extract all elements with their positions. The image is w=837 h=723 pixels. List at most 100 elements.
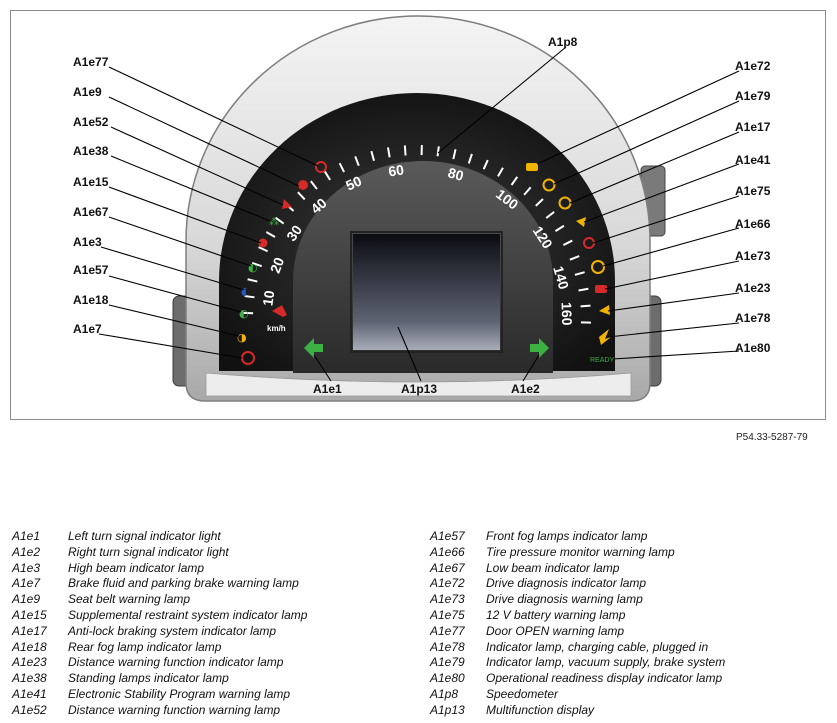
label-a1e2: A1e2 (511, 382, 540, 396)
speed-tick (354, 155, 360, 167)
right-turn-arrow-icon (530, 338, 549, 358)
speed-tick-label: 160 (559, 302, 576, 326)
leader-a1p13 (397, 326, 422, 382)
label-a1e3: A1e3 (73, 235, 102, 249)
speed-tick (482, 159, 489, 170)
label-a1e78: A1e78 (735, 311, 771, 325)
legend-description: Standing lamps indicator lamp (68, 671, 229, 686)
legend-description: High beam indicator lamp (68, 560, 205, 575)
legend-code: A1e57 (430, 529, 465, 543)
label-a1e66: A1e66 (735, 217, 771, 231)
legend-description: Indicator lamp, vacuum supply, brake sys… (486, 655, 726, 670)
speed-tick (247, 278, 258, 283)
label-a1e9: A1e9 (73, 85, 102, 99)
speed-tick-label: 10 (259, 289, 277, 307)
legend-code: A1e66 (430, 544, 465, 559)
legend-description: Rear fog lamp indicator lamp (68, 639, 222, 654)
label-a1p13: A1p13 (401, 382, 438, 396)
speed-tick (574, 271, 585, 276)
label-a1e72: A1e72 (735, 59, 771, 73)
front-fog-icon: ◐ (239, 307, 249, 320)
leader-a1e77 (108, 66, 319, 167)
tire-pressure-icon (591, 260, 605, 274)
legend-code: A1e7 (12, 576, 41, 591)
legend-description: Distance warning function indicator lamp (68, 655, 284, 670)
leader-a1e1 (313, 354, 332, 382)
high-beam-icon: ◖ (241, 285, 247, 298)
speed-tick (274, 216, 285, 225)
label-a1e17: A1e17 (735, 120, 771, 134)
speed-unit: km/h (267, 324, 286, 333)
speed-tick-label: 140 (550, 264, 572, 291)
label-a1e1: A1e1 (313, 382, 342, 396)
legend-description: Seat belt warning lamp (68, 592, 191, 607)
leader-a1e2 (522, 354, 540, 382)
legend-code: A1e77 (430, 623, 465, 638)
legend-description: Multifunction display (486, 702, 595, 717)
label-a1e41: A1e41 (735, 153, 771, 167)
legend-description: Front fog lamps indicator lamp (486, 529, 648, 543)
legend-code: A1e41 (12, 687, 47, 701)
speed-tick (297, 191, 306, 201)
label-a1p8: A1p8 (548, 35, 578, 49)
leader-a1e73 (604, 260, 740, 290)
speed-tick (535, 198, 544, 207)
speed-tick (265, 231, 276, 238)
legend-code: A1e72 (430, 576, 465, 591)
legend-code: A1e15 (12, 608, 47, 622)
legend-description: Drive diagnosis warning lamp (486, 592, 643, 607)
label-a1e73: A1e73 (735, 249, 771, 263)
speed-tick-label: 50 (343, 172, 364, 193)
legend-description: Distance warning function warning lamp (68, 702, 281, 717)
leader-a1e7 (98, 333, 243, 359)
label-a1e38: A1e38 (73, 144, 109, 158)
vacuum-supply-icon (542, 178, 556, 192)
label-a1e79: A1e79 (735, 89, 771, 103)
legend-code: A1e75 (430, 608, 465, 622)
legend-code: A1e38 (12, 671, 47, 686)
speed-tick (258, 246, 269, 253)
legend-description: Left turn signal indicator light (68, 529, 221, 543)
speed-tick (323, 170, 331, 181)
legend-description: Anti-lock braking system indicator lamp (68, 623, 277, 638)
speed-tick (310, 180, 318, 190)
leader-a1e66 (602, 227, 740, 267)
left-turn-arrow-icon (304, 338, 323, 358)
speed-tick (554, 224, 565, 232)
legend-code: A1e3 (12, 560, 41, 575)
label-a1e77: A1e77 (73, 55, 109, 69)
multifunction-display (353, 234, 500, 350)
door-open-icon (315, 161, 327, 173)
legend-description: Drive diagnosis indicator lamp (486, 576, 647, 591)
seat-belt-icon (298, 180, 308, 190)
legend-code: A1e23 (12, 655, 47, 670)
standing-lamps-icon: ⁂ (269, 216, 279, 228)
legend-code: A1p8 (430, 687, 459, 701)
legend-description: Tire pressure monitor warning lamp (486, 544, 675, 559)
display-bezel (350, 231, 503, 353)
leader-a1e23 (607, 292, 740, 312)
speed-tick (370, 150, 375, 161)
label-a1e80: A1e80 (735, 341, 771, 355)
speed-tick (436, 146, 440, 157)
leader-a1e41 (583, 163, 740, 223)
indicator-icons-left: ⁂ ◐ ◖ ◐ ◑ (237, 161, 327, 365)
rear-fog-icon: ◑ (237, 331, 247, 344)
legend-code: A1e18 (12, 639, 47, 654)
legend-code: A1e1 (12, 529, 41, 543)
speed-tick (386, 147, 391, 158)
speed-tick (452, 149, 457, 160)
legend-description: 12 V battery warning lamp (486, 608, 626, 622)
leader-a1e52 (110, 126, 284, 206)
speed-tick (523, 186, 532, 196)
speed-tick (510, 176, 519, 186)
drive-diagnosis-warning-icon (595, 285, 607, 293)
legend-code: A1e80 (430, 671, 465, 686)
legend-code: A1e9 (12, 592, 41, 607)
pointer-rest-icon (272, 305, 287, 317)
label-a1e67: A1e67 (73, 205, 109, 219)
leader-a1e67 (108, 216, 252, 267)
label-a1e57: A1e57 (73, 263, 109, 277)
leader-a1e75 (592, 195, 740, 244)
